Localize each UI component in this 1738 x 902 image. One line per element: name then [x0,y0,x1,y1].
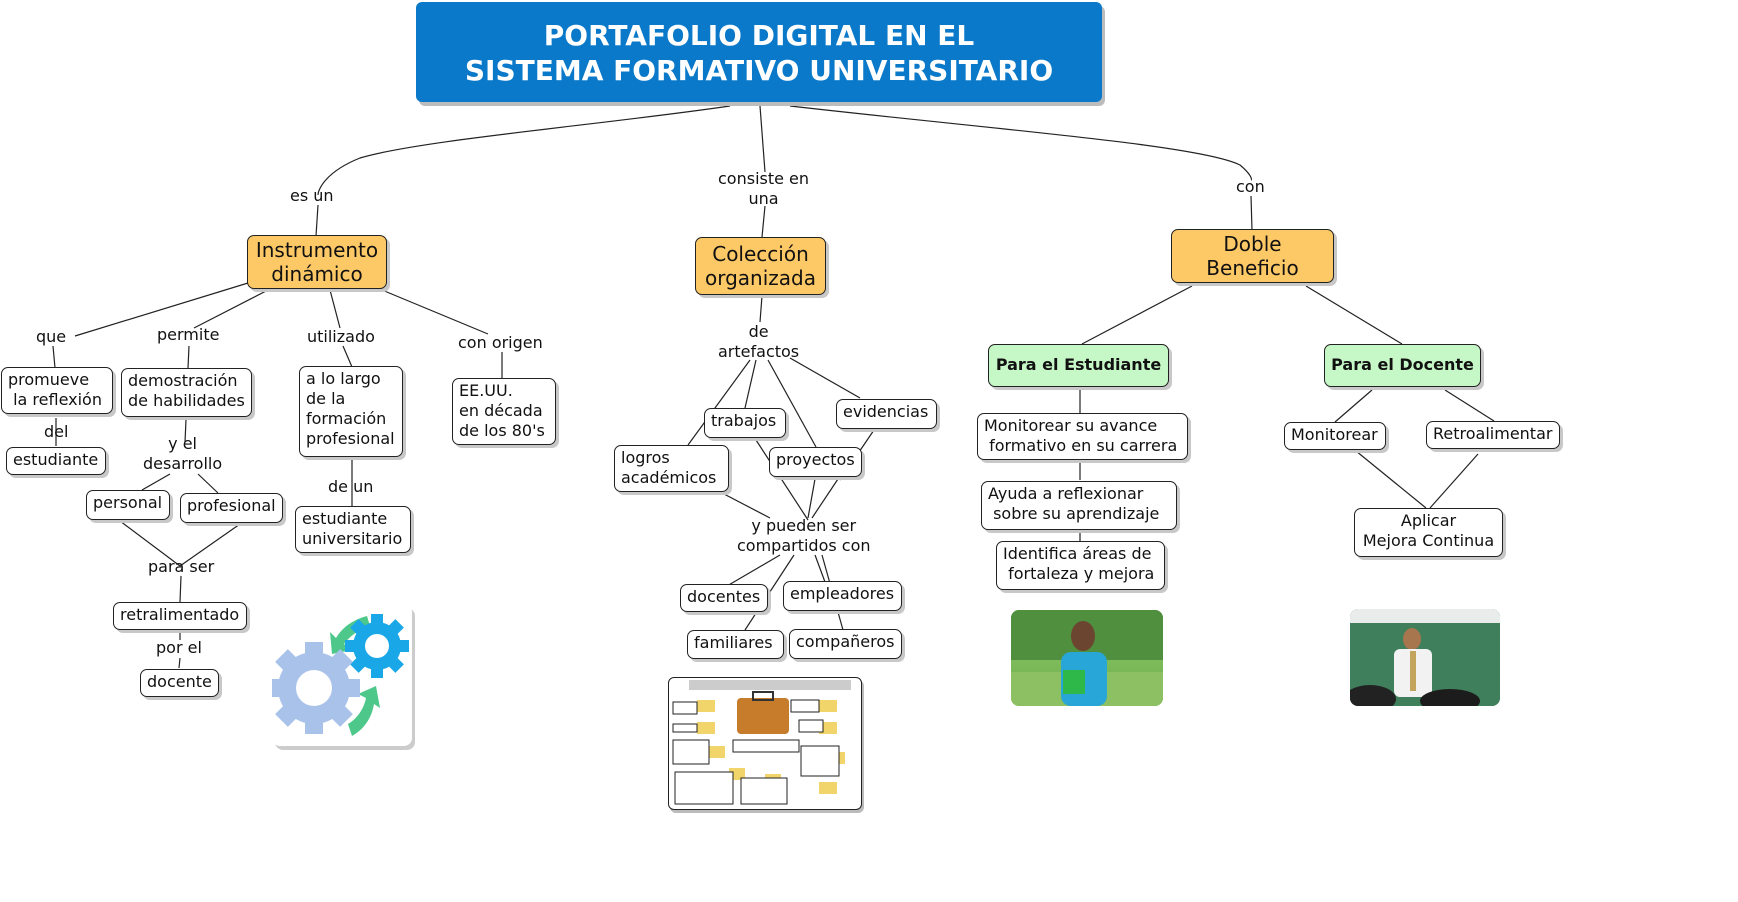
benefit-para-el-estudiante[interactable]: Para el Estudiante [988,344,1169,387]
link-con: con [1236,177,1265,196]
shared-familiares[interactable]: familiares [687,630,784,659]
shared-docentes[interactable]: docentes [680,584,768,612]
link-consiste-en-una: consiste en una [718,169,810,208]
student-photo [1011,610,1163,706]
node-personal[interactable]: personal [86,490,170,520]
link-y-el-desarrollo: y el desarrollo [143,434,223,473]
concept-doble-beneficio[interactable]: Doble Beneficio [1171,229,1334,283]
concept-coleccion-organizada[interactable]: Colección organizada [695,237,826,295]
artifact-evidencias[interactable]: evidencias [836,399,937,429]
student-item-monitorear-avance[interactable]: Monitorear su avance formativo en su car… [977,413,1188,460]
benefit-para-el-docente[interactable]: Para el Docente [1324,344,1481,387]
artifact-trabajos[interactable]: trabajos [704,408,786,438]
gears-icon [272,604,412,746]
map-title: PORTAFOLIO DIGITAL EN EL SISTEMA FORMATI… [416,2,1102,102]
shared-companeros[interactable]: compañeros [789,629,902,659]
node-origen-eeuu[interactable]: EE.UU. en década de los 80's [452,378,556,445]
link-que: que [36,327,67,346]
teacher-photo [1350,609,1500,706]
artifact-logros-academicos[interactable]: logros académicos [614,445,729,492]
link-para-ser: para ser [148,557,215,576]
link-del: del [44,422,69,441]
link-de-artefactos: de artefactos [718,322,800,361]
link-compartidos-con: y pueden ser compartidos con [737,516,871,555]
node-promueve-reflexion[interactable]: promueve la reflexión [1,367,113,414]
node-estudiante-universitario[interactable]: estudiante universitario [295,506,411,553]
student-item-identifica-areas[interactable]: Identifica áreas de fortaleza y mejora [996,541,1165,590]
node-retralimentado[interactable]: retralimentado [113,602,247,630]
student-item-ayuda-reflexionar[interactable]: Ayuda a reflexionar sobre su aprendizaje [981,481,1177,530]
link-es-un: es un [290,186,334,205]
link-permite: permite [157,325,220,344]
teacher-item-retroalimentar[interactable]: Retroalimentar [1426,421,1560,449]
node-docente[interactable]: docente [140,669,219,697]
link-con-origen: con origen [458,333,543,352]
teacher-item-monitorear[interactable]: Monitorear [1284,422,1386,450]
node-a-lo-largo-formacion[interactable]: a lo largo de la formación profesional [299,366,403,457]
node-profesional[interactable]: profesional [180,493,283,523]
link-utilizado: utilizado [307,327,375,346]
artifact-proyectos[interactable]: proyectos [769,447,862,477]
portfolio-illustration [668,677,862,810]
link-por-el: por el [156,638,202,657]
shared-empleadores[interactable]: empleadores [783,581,902,611]
concept-instrumento-dinamico[interactable]: Instrumento dinámico [247,235,387,289]
link-de-un: de un [328,477,374,496]
node-estudiante[interactable]: estudiante [6,447,106,475]
teacher-result-mejora-continua[interactable]: Aplicar Mejora Continua [1354,508,1503,557]
node-demostracion-habilidades[interactable]: demostración de habilidades [121,368,252,417]
